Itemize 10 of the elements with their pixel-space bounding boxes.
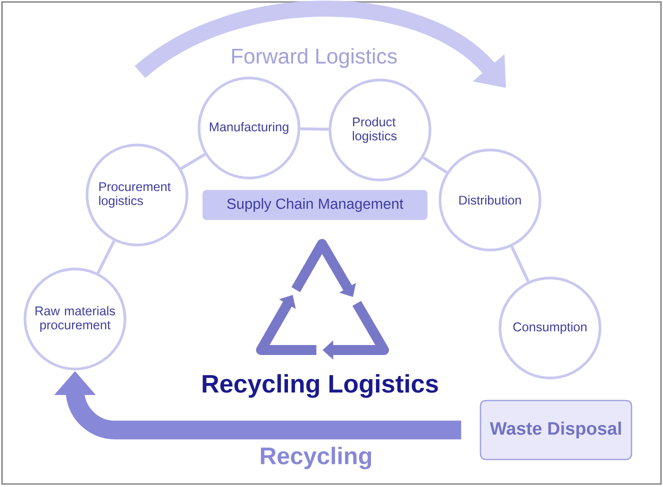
heading-text: Recycling Logistics xyxy=(202,374,438,398)
banner-box: Supply Chain Management xyxy=(202,190,428,220)
arrow-label: Forward Logistics xyxy=(232,48,397,68)
connector-line xyxy=(300,127,329,131)
connector-line xyxy=(180,153,206,170)
connector-line xyxy=(96,240,116,274)
edge-label: Recycling xyxy=(258,445,374,471)
connector-line xyxy=(422,156,448,174)
process-box: Waste Disposal xyxy=(480,400,632,460)
connector-line xyxy=(510,246,530,282)
